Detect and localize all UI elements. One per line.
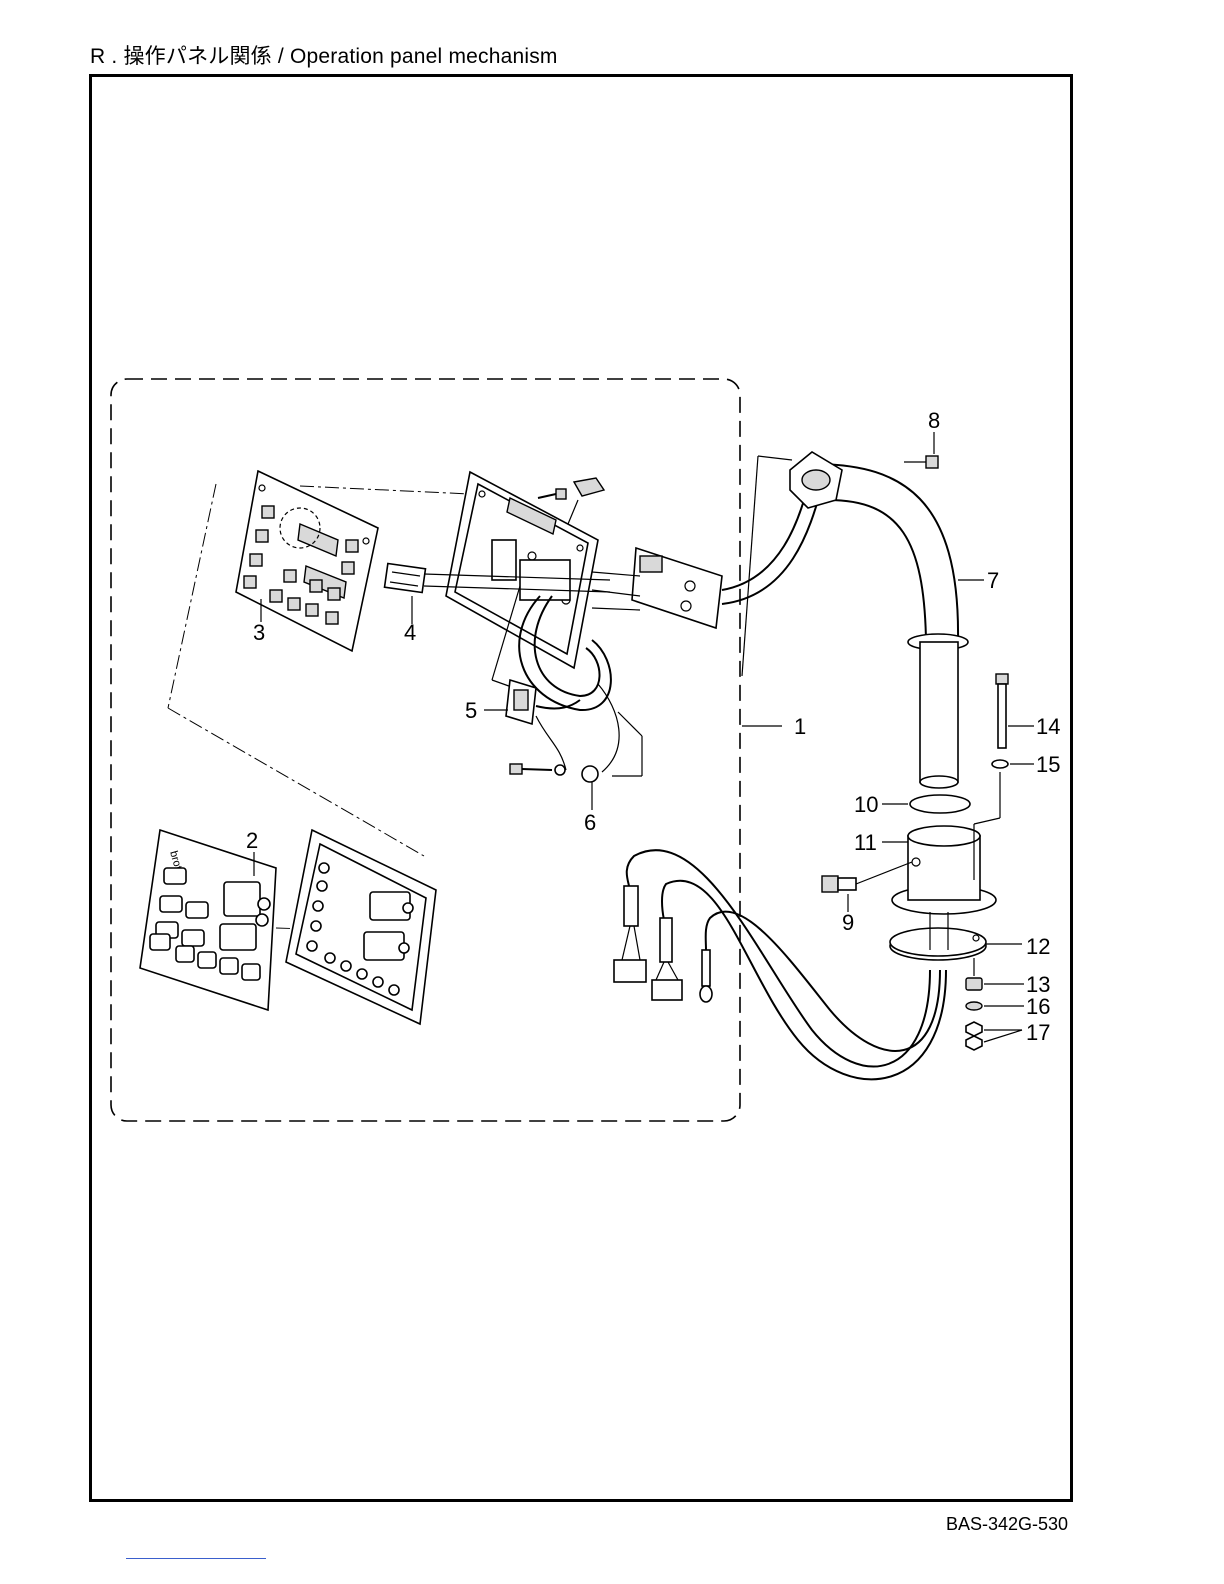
screw-8 <box>904 456 938 468</box>
callout-7: 7 <box>987 568 999 593</box>
callout-5: 5 <box>465 698 477 723</box>
assembly-boundary <box>111 379 740 1121</box>
bottom-rule <box>126 1558 266 1559</box>
bolt-14 <box>996 674 1008 748</box>
screw <box>538 489 566 499</box>
callout-9: 9 <box>842 910 854 935</box>
washer-10 <box>910 795 970 813</box>
mounting-bracket <box>592 548 722 628</box>
callout-15: 15 <box>1036 752 1060 777</box>
nut-13 <box>966 978 982 990</box>
collar-11 <box>892 826 996 914</box>
cable-connector-a <box>614 886 646 982</box>
callout-2: 2 <box>246 828 258 853</box>
callout-8: 8 <box>928 408 940 433</box>
dsub-connector <box>506 680 580 724</box>
washer-15 <box>992 760 1008 768</box>
callout-3: 3 <box>253 620 265 645</box>
callout-4: 4 <box>404 620 416 645</box>
callout-1: 1 <box>794 714 806 739</box>
cable-terminal <box>700 950 712 1002</box>
callout-14: 14 <box>1036 714 1060 739</box>
callout-17: 17 <box>1026 1020 1050 1045</box>
washer-16 <box>966 1002 982 1010</box>
panel-front-sheet: brother <box>140 830 276 1010</box>
cable-connector-b <box>652 918 682 1000</box>
callout-6: 6 <box>584 810 596 835</box>
panel-case <box>446 472 598 668</box>
callout-16: 16 <box>1026 994 1050 1019</box>
callout-10: 10 <box>854 792 878 817</box>
base-plate-12 <box>890 912 986 960</box>
arm-pole <box>722 452 968 788</box>
panel-front-cover <box>286 830 436 1024</box>
callout-12: 12 <box>1026 934 1050 959</box>
clip <box>574 478 604 496</box>
screw-9 <box>822 862 912 892</box>
page-code: BAS-342G-530 <box>946 1514 1068 1535</box>
nut-17b <box>966 1036 982 1050</box>
nut-17a <box>966 1022 982 1036</box>
callout-11: 11 <box>854 830 877 855</box>
